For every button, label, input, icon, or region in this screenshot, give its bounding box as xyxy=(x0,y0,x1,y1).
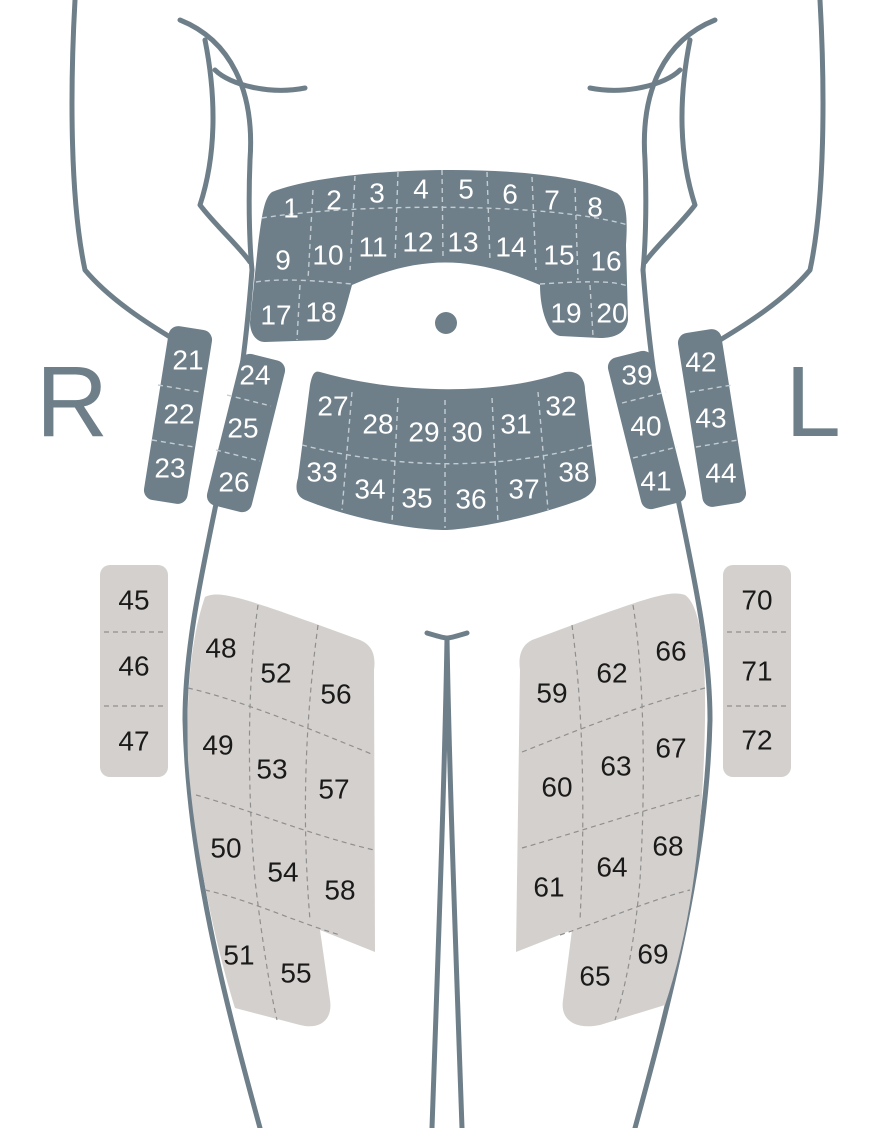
site-57[interactable]: 57 xyxy=(318,774,349,805)
site-20[interactable]: 20 xyxy=(596,298,627,329)
site-71[interactable]: 71 xyxy=(741,656,772,687)
site-6[interactable]: 6 xyxy=(502,179,518,210)
upper-abdomen-zone xyxy=(250,169,629,342)
site-66[interactable]: 66 xyxy=(655,636,686,667)
site-41[interactable]: 41 xyxy=(640,466,671,497)
site-58[interactable]: 58 xyxy=(324,875,355,906)
site-39[interactable]: 39 xyxy=(621,360,652,391)
left-side-label: L xyxy=(785,346,841,458)
site-27[interactable]: 27 xyxy=(317,391,348,422)
site-9[interactable]: 9 xyxy=(275,245,291,276)
site-53[interactable]: 53 xyxy=(256,754,287,785)
site-23[interactable]: 23 xyxy=(154,453,185,484)
site-28[interactable]: 28 xyxy=(362,409,393,440)
left-front-thigh-numbers: 59 60 61 62 63 64 65 66 67 68 69 xyxy=(533,636,686,992)
right-side-label: R xyxy=(36,346,108,458)
site-22[interactable]: 22 xyxy=(163,399,194,430)
site-5[interactable]: 5 xyxy=(458,174,474,205)
site-3[interactable]: 3 xyxy=(369,178,385,209)
site-69[interactable]: 69 xyxy=(637,939,668,970)
site-47[interactable]: 47 xyxy=(118,726,149,757)
site-42[interactable]: 42 xyxy=(685,347,716,378)
site-15[interactable]: 15 xyxy=(543,240,574,271)
site-26[interactable]: 26 xyxy=(218,467,249,498)
site-21[interactable]: 21 xyxy=(172,345,203,376)
site-24[interactable]: 24 xyxy=(239,360,270,391)
site-37[interactable]: 37 xyxy=(508,474,539,505)
site-49[interactable]: 49 xyxy=(202,730,233,761)
site-65[interactable]: 65 xyxy=(579,961,610,992)
right-front-thigh-numbers: 48 49 50 51 52 53 54 55 56 57 58 xyxy=(202,633,355,989)
site-61[interactable]: 61 xyxy=(533,872,564,903)
site-59[interactable]: 59 xyxy=(536,678,567,709)
right-flank-outer-zone xyxy=(143,326,213,504)
site-62[interactable]: 62 xyxy=(596,658,627,689)
left-outer-thigh-zone xyxy=(723,565,791,777)
right-outer-thigh-zone xyxy=(100,565,168,777)
site-38[interactable]: 38 xyxy=(558,457,589,488)
site-30[interactable]: 30 xyxy=(451,417,482,448)
site-10[interactable]: 10 xyxy=(312,240,343,271)
site-35[interactable]: 35 xyxy=(401,483,432,514)
flank-numbers: 21 22 23 24 25 26 39 40 41 42 43 44 xyxy=(154,345,736,498)
site-16[interactable]: 16 xyxy=(590,246,621,277)
site-17[interactable]: 17 xyxy=(260,300,291,331)
site-70[interactable]: 70 xyxy=(741,585,772,616)
site-67[interactable]: 67 xyxy=(655,733,686,764)
left-flank-inner-zone xyxy=(607,350,687,510)
outer-thigh-numbers: 45 46 47 70 71 72 xyxy=(118,585,772,757)
site-51[interactable]: 51 xyxy=(223,940,254,971)
site-72[interactable]: 72 xyxy=(741,725,772,756)
site-7[interactable]: 7 xyxy=(544,185,560,216)
site-63[interactable]: 63 xyxy=(600,751,631,782)
site-19[interactable]: 19 xyxy=(550,298,581,329)
site-36[interactable]: 36 xyxy=(455,484,486,515)
site-52[interactable]: 52 xyxy=(260,658,291,689)
site-14[interactable]: 14 xyxy=(495,232,526,263)
site-12[interactable]: 12 xyxy=(402,227,433,258)
site-29[interactable]: 29 xyxy=(408,417,439,448)
site-55[interactable]: 55 xyxy=(280,958,311,989)
site-2[interactable]: 2 xyxy=(326,185,342,216)
left-flank-outer-zone xyxy=(677,329,747,507)
site-4[interactable]: 4 xyxy=(413,174,429,205)
site-1[interactable]: 1 xyxy=(283,193,299,224)
site-60[interactable]: 60 xyxy=(541,772,572,803)
body-outline xyxy=(69,0,826,1128)
site-31[interactable]: 31 xyxy=(500,409,531,440)
left-front-thigh-zone xyxy=(516,593,706,1027)
right-flank-inner-zone xyxy=(206,353,286,513)
site-44[interactable]: 44 xyxy=(705,458,736,489)
site-13[interactable]: 13 xyxy=(447,227,478,258)
site-68[interactable]: 68 xyxy=(652,831,683,862)
site-48[interactable]: 48 xyxy=(205,633,236,664)
site-64[interactable]: 64 xyxy=(596,852,627,883)
lower-abdomen-numbers: 27 28 29 30 31 32 33 34 35 36 37 38 xyxy=(306,391,589,515)
site-40[interactable]: 40 xyxy=(630,411,661,442)
site-45[interactable]: 45 xyxy=(118,585,149,616)
lower-abdomen-zone xyxy=(296,371,597,530)
site-18[interactable]: 18 xyxy=(305,297,336,328)
site-11[interactable]: 11 xyxy=(358,232,387,263)
site-50[interactable]: 50 xyxy=(210,833,241,864)
site-8[interactable]: 8 xyxy=(587,192,603,223)
right-front-thigh-zone xyxy=(187,594,375,1027)
site-32[interactable]: 32 xyxy=(545,391,576,422)
site-43[interactable]: 43 xyxy=(695,403,726,434)
site-54[interactable]: 54 xyxy=(267,857,298,888)
upper-abdomen-numbers: 1 2 3 4 5 6 7 8 9 10 11 12 13 14 15 16 1… xyxy=(260,174,627,331)
site-33[interactable]: 33 xyxy=(306,457,337,488)
navel xyxy=(435,312,457,334)
site-34[interactable]: 34 xyxy=(354,474,385,505)
site-46[interactable]: 46 xyxy=(118,651,149,682)
site-56[interactable]: 56 xyxy=(320,679,351,710)
site-25[interactable]: 25 xyxy=(227,413,258,444)
